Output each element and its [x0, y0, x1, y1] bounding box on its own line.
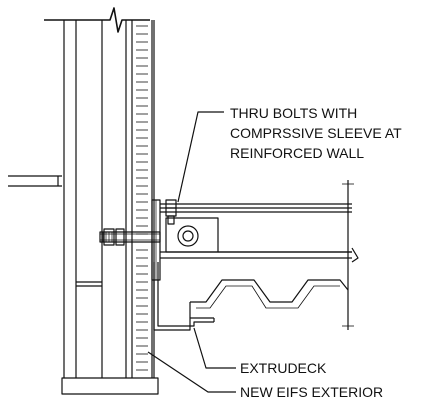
callout-eifs: NEW EIFS EXTERIOR — [240, 384, 383, 400]
existing-wall — [63, 20, 133, 378]
adjacent-ledger — [8, 175, 62, 187]
callout-extrudeck: EXTRUDECK — [240, 360, 327, 376]
callout-thru-bolts-line-3: REINFORCED WALL — [230, 145, 364, 161]
callout-thru-bolts: THRU BOLTS WITH COMPRSSIVE SLEEVE AT REI… — [230, 105, 402, 161]
eifs-exterior-layer — [136, 20, 155, 378]
break-line — [44, 7, 150, 33]
callout-thru-bolts-line-2: COMPRSSIVE SLEEVE AT — [230, 125, 402, 141]
extrudeck-profile — [189, 279, 349, 318]
steel-beam — [160, 203, 359, 263]
steel-plate — [151, 199, 161, 281]
section-cut-line — [342, 180, 354, 330]
wall-base — [61, 377, 159, 395]
callout-extrudeck-line-1: EXTRUDECK — [240, 360, 327, 376]
support-angle — [153, 262, 215, 331]
thru-bolt — [99, 228, 161, 246]
callout-thru-bolts-line-1: THRU BOLTS WITH — [230, 105, 357, 121]
leader-lines — [147, 111, 236, 393]
callout-eifs-line-1: NEW EIFS EXTERIOR — [240, 384, 383, 400]
